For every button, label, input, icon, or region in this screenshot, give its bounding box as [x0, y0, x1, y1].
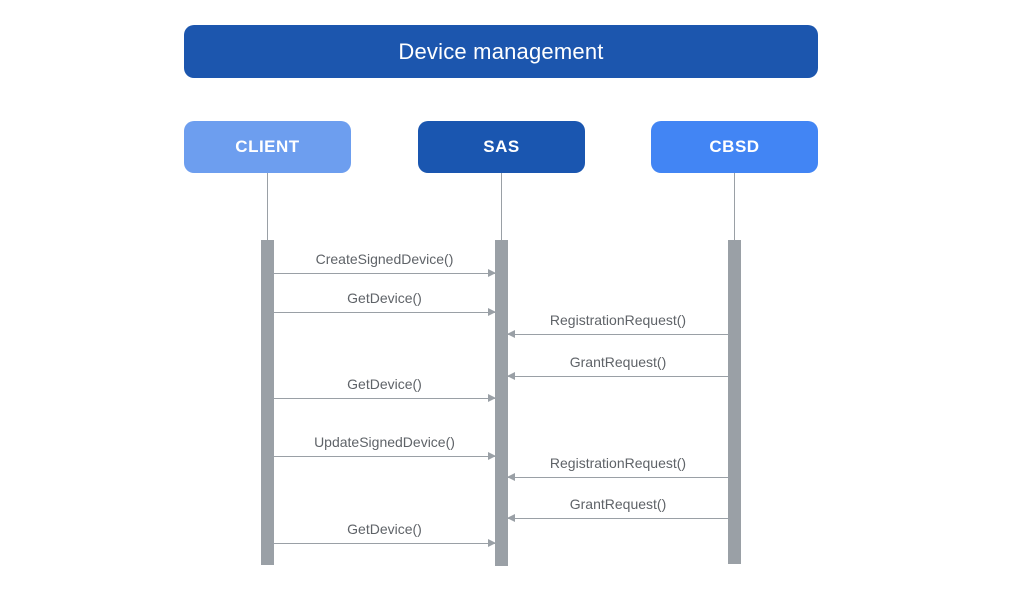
message-registration-request-2: RegistrationRequest()	[507, 455, 728, 481]
arrow-right-icon	[274, 308, 496, 316]
lifeline-cbsd	[734, 173, 735, 240]
message-get-device-1: GetDevice()	[274, 290, 496, 316]
arrow-left-icon	[507, 330, 728, 338]
arrow-left-icon	[507, 514, 728, 522]
message-label: GetDevice()	[347, 376, 422, 392]
diagram-title: Device management	[398, 38, 604, 64]
activation-bar-client	[261, 240, 274, 565]
actor-sas: SAS	[418, 121, 585, 173]
message-grant-request-2: GrantRequest()	[507, 496, 728, 522]
arrow-left-icon	[507, 372, 728, 380]
message-registration-request-1: RegistrationRequest()	[507, 312, 728, 338]
message-label: GrantRequest()	[569, 354, 667, 370]
message-get-device-2: GetDevice()	[274, 376, 496, 402]
actor-client-label: CLIENT	[235, 137, 300, 156]
activation-bar-cbsd	[728, 240, 741, 564]
arrow-right-icon	[274, 394, 496, 402]
lifeline-sas	[501, 173, 502, 240]
activation-bar-sas	[495, 240, 508, 566]
message-label: GrantRequest()	[569, 496, 667, 512]
actor-cbsd-label: CBSD	[709, 137, 760, 156]
message-update-signed-device: UpdateSignedDevice()	[274, 434, 496, 460]
actor-cbsd: CBSD	[651, 121, 818, 173]
message-label: RegistrationRequest()	[549, 455, 687, 471]
arrow-right-icon	[274, 269, 496, 277]
lifeline-client	[267, 173, 268, 240]
arrow-right-icon	[274, 539, 496, 547]
message-get-device-3: GetDevice()	[274, 521, 496, 547]
arrow-left-icon	[507, 473, 728, 481]
diagram-title-banner: Device management	[184, 25, 818, 78]
message-label: GetDevice()	[347, 290, 422, 306]
arrow-right-icon	[274, 452, 496, 460]
message-label: CreateSignedDevice()	[315, 251, 454, 267]
message-create-signed-device: CreateSignedDevice()	[274, 251, 496, 277]
message-label: GetDevice()	[347, 521, 422, 537]
message-label: RegistrationRequest()	[549, 312, 687, 328]
actor-sas-label: SAS	[483, 137, 520, 156]
message-grant-request-1: GrantRequest()	[507, 354, 728, 380]
message-label: UpdateSignedDevice()	[314, 434, 455, 450]
actor-client: CLIENT	[184, 121, 351, 173]
